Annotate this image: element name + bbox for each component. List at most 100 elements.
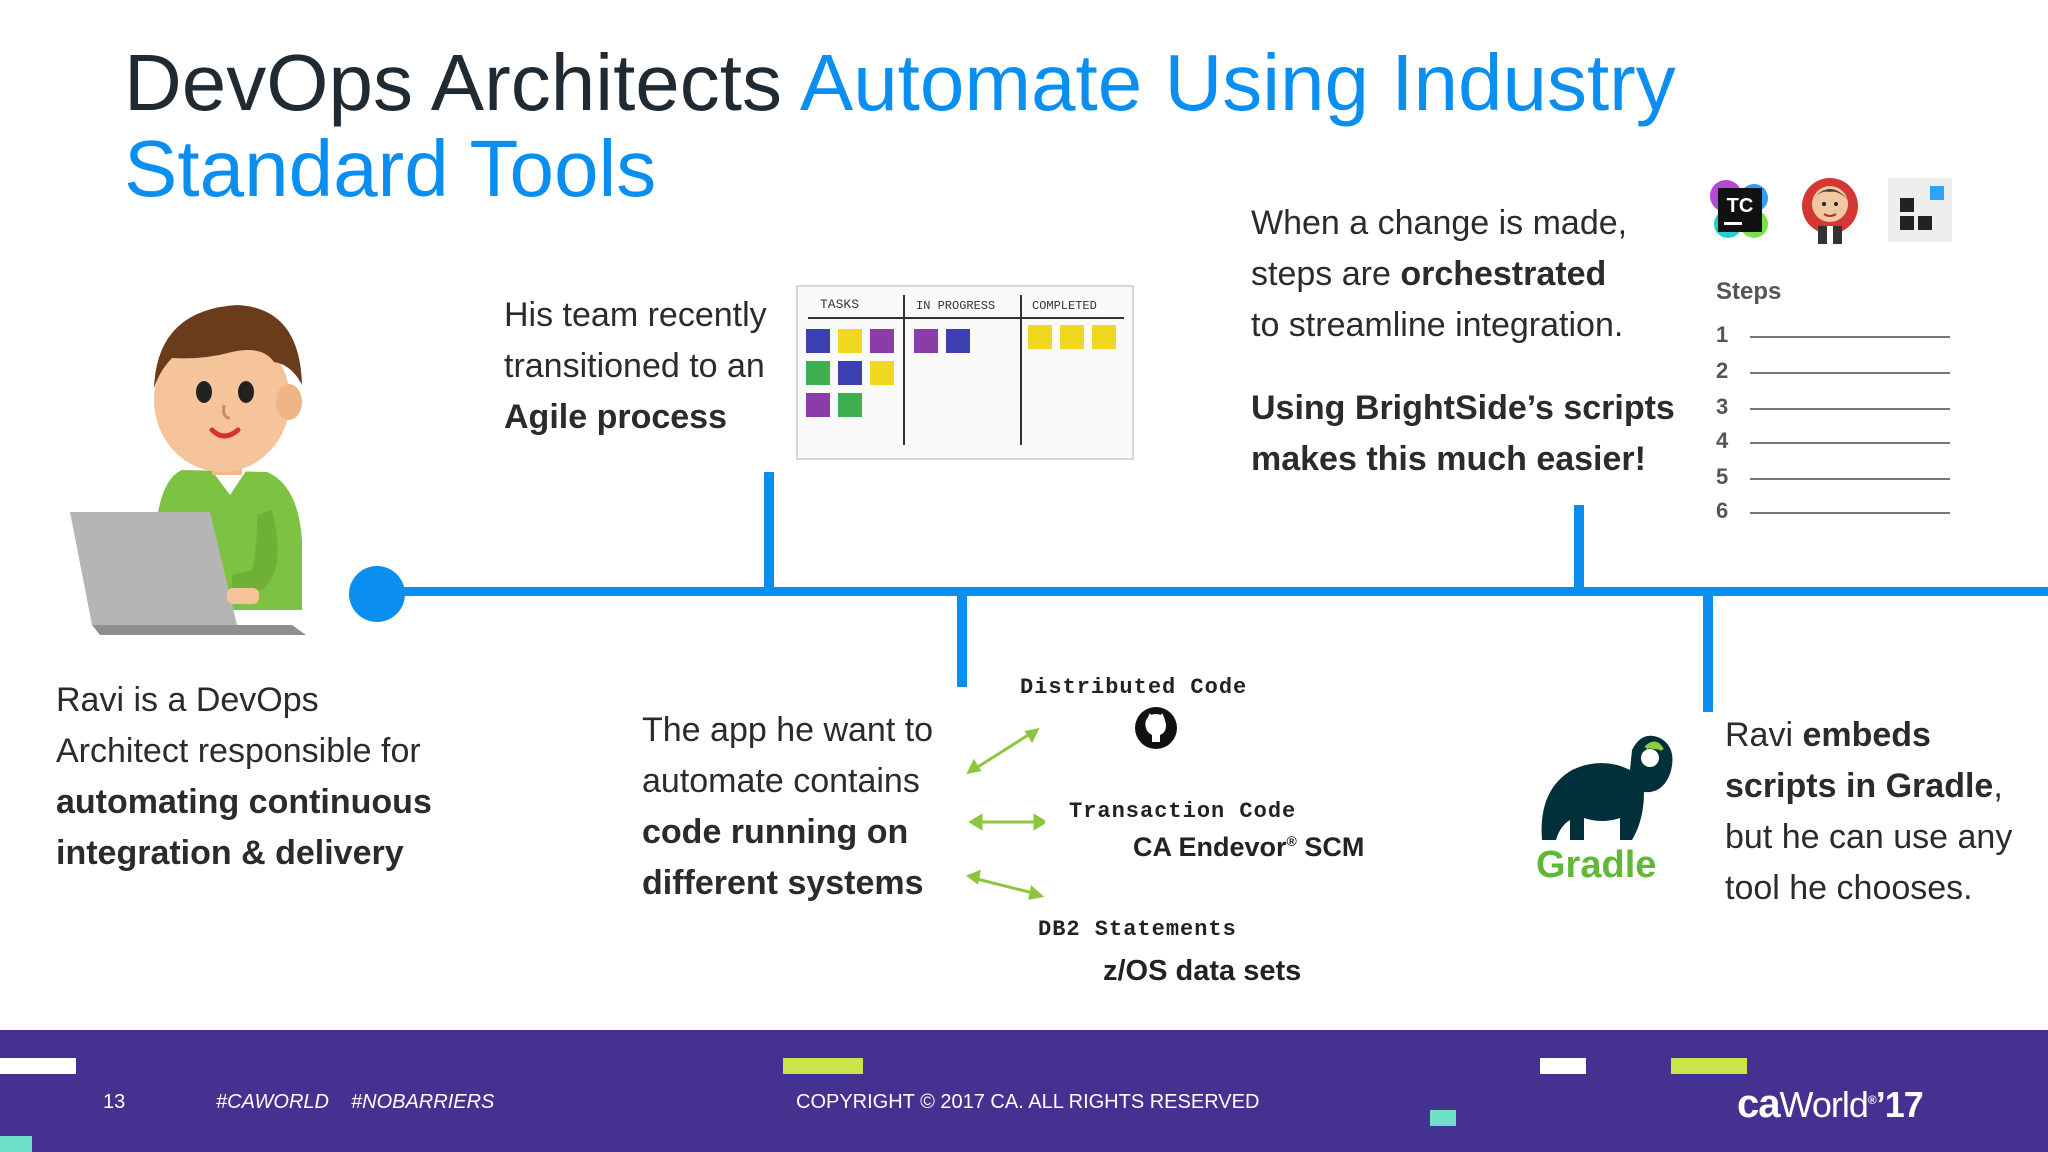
step-line [1750, 478, 1950, 480]
timeline-tick-systems [957, 592, 967, 687]
sticky-note [838, 393, 862, 417]
gradle-line4: tool he chooses. [1725, 869, 1973, 907]
copyright-text: COPYRIGHT © 2017 CA. ALL RIGHTS RESERVED [796, 1091, 1260, 1113]
gradle-line1: Ravi embeds [1725, 710, 2012, 761]
gradle-logo: Gradle [1532, 730, 1692, 890]
sticky-note [838, 361, 862, 385]
footer-accent-mint [1430, 1110, 1456, 1126]
brand-year: ’17 [1875, 1084, 1924, 1125]
gradle-line1-a: Ravi [1725, 716, 1803, 754]
hashtag-nobarriers: #NOBARRIERS [351, 1091, 495, 1113]
agile-line2: transitioned to an [504, 347, 765, 385]
board-divider-1 [903, 295, 905, 445]
bamboo-icon [1888, 178, 1952, 242]
steps-row: 2 [1716, 358, 1961, 388]
app-line4: different systems [642, 864, 924, 902]
footer-accent-white [0, 1058, 76, 1074]
gradle-line3: but he can use any [1725, 818, 2013, 856]
step-number: 4 [1716, 428, 1729, 453]
gradle-elephant-icon [1541, 735, 1673, 840]
orchestrate-line2-a: steps are [1251, 255, 1401, 293]
endevor-name: CA Endevor [1133, 832, 1287, 862]
ravi-intro-text: Ravi is a DevOps Architect responsible f… [56, 675, 432, 879]
step-number: 6 [1716, 498, 1729, 523]
step-number: 1 [1716, 322, 1729, 347]
orchestrate-text: When a change is made, steps are orchest… [1251, 198, 1675, 485]
footer-accent-mint [0, 1136, 32, 1152]
steps-checklist: Steps 1 2 3 4 5 6 [1710, 270, 1960, 530]
timeline-tick-agile [764, 472, 774, 592]
orchestrate-line2: steps are orchestrated [1251, 249, 1675, 300]
sticky-note [1060, 325, 1084, 349]
sticky-note [870, 329, 894, 353]
step-number: 5 [1716, 464, 1729, 489]
slide-title: DevOps Architects Automate Using Industr… [124, 40, 1824, 212]
db2-statements-label: DB2 Statements [1038, 917, 1237, 942]
agile-text: His team recently transitioned to an Agi… [504, 290, 767, 443]
sticky-note [914, 329, 938, 353]
brand-world: World [1779, 1084, 1869, 1125]
timeline-tick-gradle [1703, 592, 1713, 712]
orchestrate-line5: makes this much easier! [1251, 440, 1646, 478]
app-line2: automate contains [642, 762, 920, 800]
kanban-board-image: TASKS IN PROGRESS COMPLETED [796, 285, 1134, 460]
agile-line1: His team recently [504, 296, 767, 334]
sticky-note [806, 393, 830, 417]
gradle-line2-end: , [1993, 767, 2003, 805]
endevor-label: CA Endevor® SCM [1133, 832, 1364, 863]
steps-row: 6 [1716, 498, 1961, 528]
footer-bar: 13 #CAWORLD #NOBARRIERS COPYRIGHT © 2017… [0, 1030, 2048, 1152]
sticky-note [1028, 325, 1052, 349]
brand-tm: ® [1867, 1093, 1877, 1107]
ravi-intro-line1: Ravi is a DevOps [56, 681, 319, 719]
timeline-line [378, 587, 2048, 596]
ca-world-logo: caWorld®’17 [1737, 1082, 1924, 1127]
gradle-line2: scripts in Gradle, [1725, 761, 2012, 812]
github-icon [1135, 707, 1177, 749]
step-line [1750, 512, 1950, 514]
endevor-scm: SCM [1296, 832, 1365, 862]
board-col-in-progress: IN PROGRESS [916, 299, 996, 313]
board-col-tasks: TASKS [820, 297, 860, 312]
page-number: 13 [103, 1091, 126, 1113]
orchestrate-line2-b: orchestrated [1400, 255, 1607, 293]
step-line [1750, 372, 1950, 374]
orchestrate-line4: Using BrightSide’s scripts [1251, 389, 1675, 427]
footer-accent-white [1540, 1058, 1586, 1074]
system-arrows [965, 727, 1045, 900]
sticky-note [838, 329, 862, 353]
sticky-note [806, 361, 830, 385]
teamcity-icon: TC [1708, 178, 1772, 242]
board-divider-2 [1020, 295, 1022, 445]
step-line [1750, 442, 1950, 444]
app-line3: code running on [642, 813, 909, 851]
gradle-logo-text: Gradle [1536, 844, 1657, 886]
timeline-start-dot [349, 566, 405, 622]
jenkins-icon [1798, 176, 1862, 244]
zos-datasets-label: z/OS data sets [1103, 955, 1302, 987]
gradle-line2-bold: scripts in Gradle [1725, 767, 1994, 805]
brand-ca: ca [1737, 1082, 1780, 1126]
timeline-tick-orchestrate [1574, 505, 1584, 592]
sticky-note [806, 329, 830, 353]
title-dark: DevOps Architects [124, 38, 783, 127]
step-number: 3 [1716, 394, 1729, 419]
teamcity-label: TC [1727, 195, 1754, 217]
board-header-line [808, 317, 1124, 319]
steps-row: 4 [1716, 428, 1961, 458]
orchestrate-line1: When a change is made, [1251, 204, 1628, 242]
gradle-line1-b: embeds [1802, 716, 1931, 754]
footer-accent-lime [1671, 1058, 1747, 1074]
step-number: 2 [1716, 358, 1729, 383]
distributed-code-label: Distributed Code [1020, 675, 1248, 700]
agile-line3: Agile process [504, 398, 727, 436]
board-col-completed: COMPLETED [1032, 299, 1097, 313]
app-text: The app he want to automate contains cod… [642, 705, 933, 909]
hashtag-caworld: #CAWORLD [216, 1091, 329, 1113]
orchestrate-line3: to streamline integration. [1251, 306, 1624, 344]
ravi-intro-line3: automating continuous [56, 783, 432, 821]
endevor-reg: ® [1286, 833, 1297, 849]
ravi-intro-line2: Architect responsible for [56, 732, 421, 770]
steps-row: 3 [1716, 394, 1961, 424]
sticky-note [1092, 325, 1116, 349]
